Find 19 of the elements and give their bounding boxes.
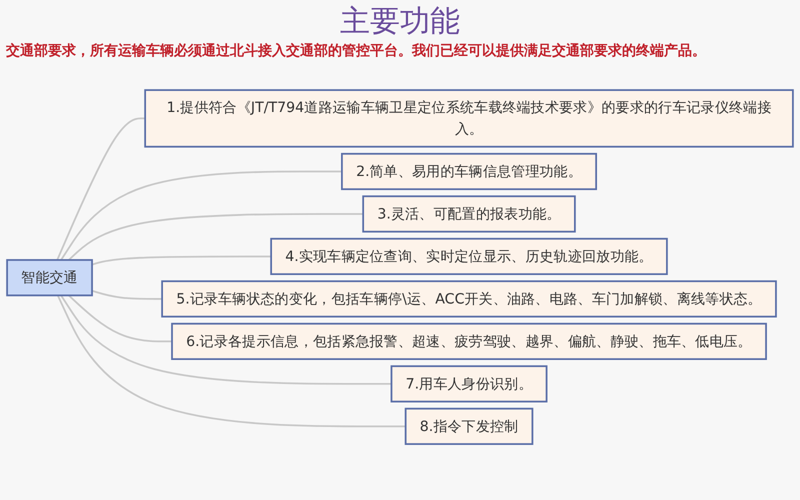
node-box: 4.实现车辆定位查询、实时定位显示、历史轨迹回放功能。 <box>270 238 668 275</box>
connector <box>92 256 272 266</box>
page-title: 主要功能 <box>339 4 461 40</box>
connector <box>56 117 146 260</box>
node-box: 6.记录各提示信息，包括紧急报警、超速、疲劳驾驶、越界、偏航、静驶、拖车、低电压。 <box>171 322 767 360</box>
node-box: 1.提供符合《JT/T794道路运输车辆卫星定位系统车载终端技术要求》的要求的行车记录仪终端接入。 <box>144 89 794 148</box>
connector <box>56 294 406 428</box>
intro-note: 交通部要求，所有运输车辆必须通过北斗接入交通部的管控平台。我们已经可以提供满足交通部要求的终端产品。 <box>5 42 707 61</box>
connector <box>60 170 342 260</box>
connector <box>60 294 392 385</box>
node-box: 2.简单、易用的车辆信息管理功能。 <box>341 152 598 190</box>
node-box: 7.用车人身份识别。 <box>390 365 548 402</box>
node-box: 智能交通 <box>6 259 93 296</box>
node-box: 5.记录车辆状态的变化，包括车辆停\运、ACC开关、油路、电路、车门加解锁、离线等状态。 <box>161 280 777 318</box>
connector <box>68 213 364 261</box>
connector <box>68 294 172 342</box>
node-box: 8.指令下发控制 <box>404 408 534 445</box>
node-box: 3.灵活、可配置的报表功能。 <box>362 195 576 232</box>
connector <box>92 290 162 300</box>
